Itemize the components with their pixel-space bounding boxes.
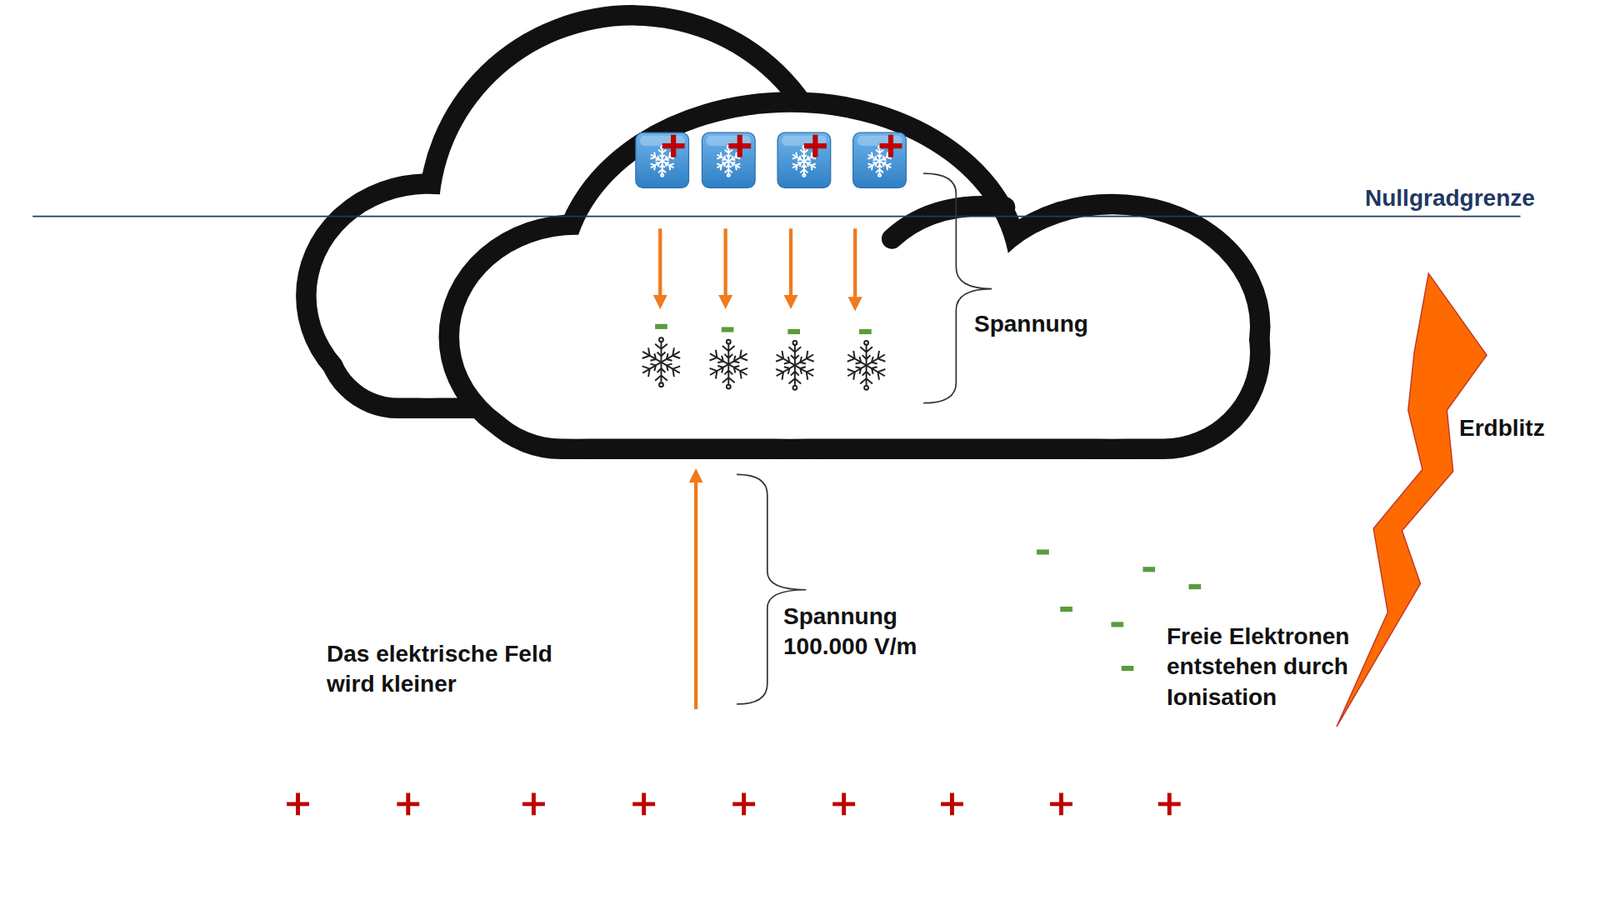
snowflake — [706, 340, 750, 390]
down-arrow — [853, 228, 857, 305]
free-electron — [1121, 665, 1135, 671]
snowflake — [640, 337, 684, 387]
down-arrow — [789, 228, 793, 302]
cloud-outline — [459, 112, 1250, 440]
ground-positive-charge — [1050, 792, 1073, 815]
freezing-level-line — [32, 215, 1520, 218]
snowflakes — [640, 337, 889, 390]
cloud-curl — [891, 205, 1005, 239]
ionisation-note: Freie Elektronen entstehen durch Ionisat… — [1166, 621, 1367, 713]
negative-charge — [655, 324, 668, 330]
ground-positive-charge — [522, 792, 545, 815]
ice-crystal-positive — [853, 132, 907, 188]
ground-positive-charge — [832, 792, 855, 815]
ice-crystal-positive — [635, 132, 690, 188]
freezing-level-label: Nullgradgrenze — [1365, 183, 1535, 214]
field-arrow — [694, 475, 698, 710]
free-electron — [1060, 606, 1073, 612]
curly-bracket — [736, 474, 806, 705]
down-arrow — [723, 228, 727, 302]
lightning-bolt — [1336, 273, 1487, 727]
ground-positive-charge — [396, 792, 420, 815]
cloud-fill — [459, 112, 1250, 440]
ice-crystal-positive — [701, 132, 755, 188]
snowflake — [845, 340, 889, 390]
down-arrow — [658, 228, 662, 302]
ground-positive-charge — [632, 792, 655, 815]
free-electron — [1036, 549, 1050, 555]
field-strength-label: Spannung 100.000 V/m — [783, 601, 952, 663]
curly-bracket — [923, 173, 992, 404]
negative-charge — [787, 329, 800, 335]
lightning-label: Erdblitz — [1459, 413, 1545, 444]
free-electron — [1142, 566, 1155, 572]
negative-charge — [721, 326, 735, 332]
free-electron — [1189, 584, 1202, 590]
ground-positive-charge — [732, 792, 755, 815]
voltage-label: Spannung — [974, 309, 1089, 340]
snowflake — [773, 340, 817, 390]
ground-positive-charge — [940, 792, 964, 815]
free-electron — [1110, 621, 1124, 627]
ice-crystal-positive — [777, 132, 831, 188]
negative-charge — [859, 329, 872, 335]
field-note: Das elektrische Feld wird kleiner — [326, 639, 582, 700]
ground-positive-charge — [286, 792, 310, 815]
ground-positive-charge — [1158, 792, 1181, 815]
falling-arrows — [660, 228, 855, 305]
